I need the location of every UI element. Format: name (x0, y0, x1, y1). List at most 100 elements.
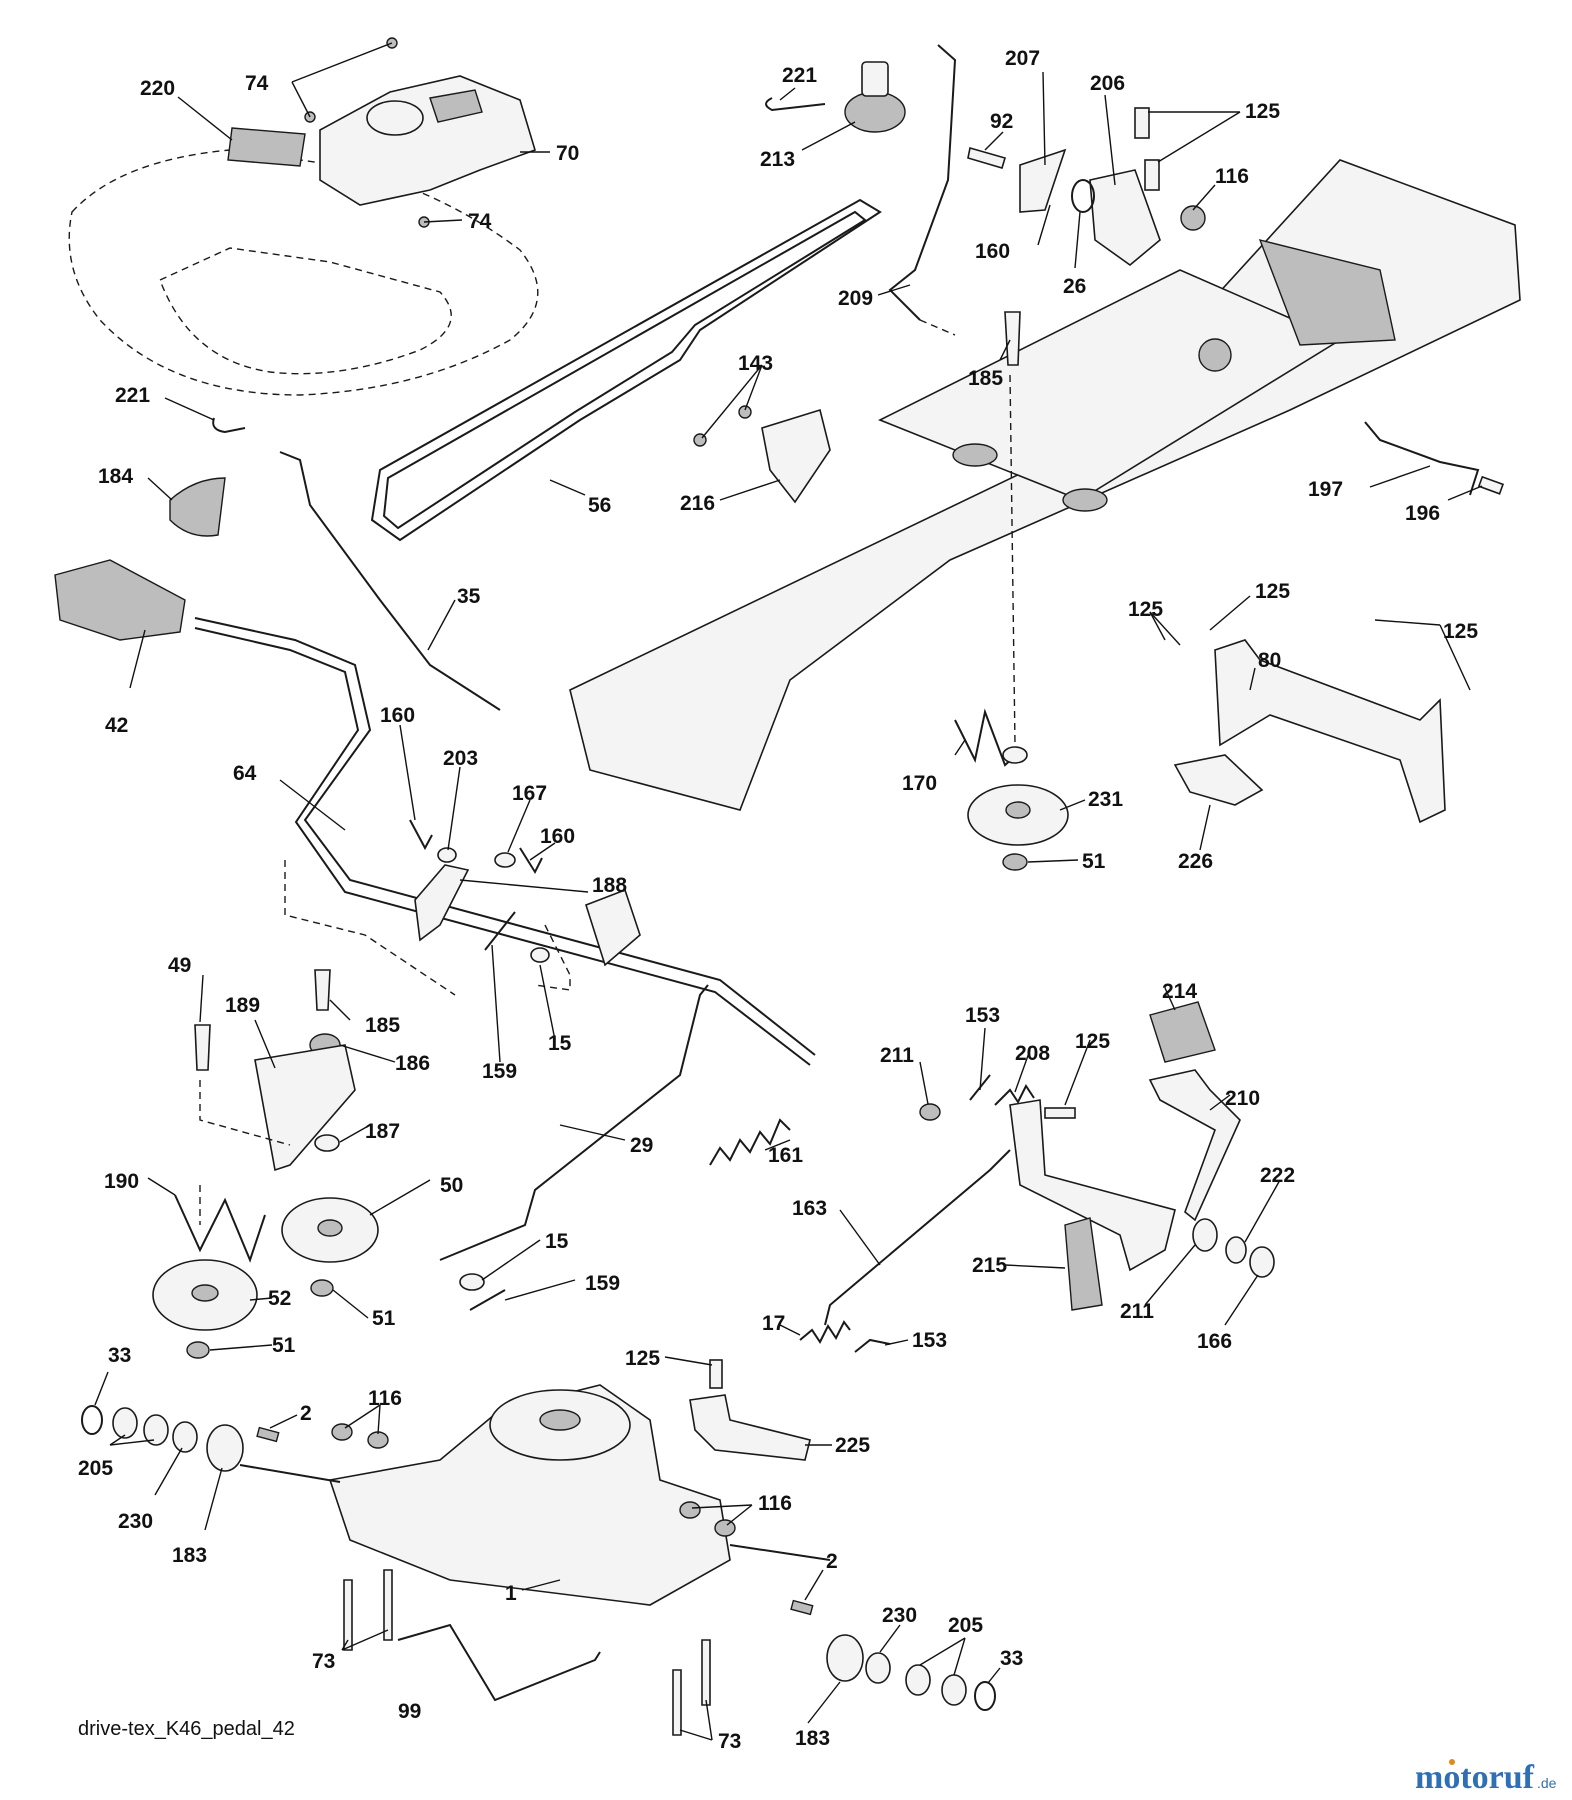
label-56: 56 (588, 494, 611, 517)
key-2-left (256, 1426, 280, 1443)
pedal-pad-214 (1149, 1001, 1216, 1063)
rod-29 (439, 984, 709, 1261)
label-159-mid: 159 (482, 1060, 517, 1083)
label-220: 220 (140, 77, 175, 100)
bolt-196 (1477, 475, 1505, 495)
label-230-right: 230 (882, 1604, 917, 1627)
label-160-top: 160 (975, 240, 1010, 263)
carriage-bolt-185-top (1004, 311, 1021, 366)
plate-226 (1173, 754, 1264, 806)
engine-mount (1258, 238, 1396, 346)
label-74-top: 74 (245, 72, 269, 95)
plate-206 (1089, 169, 1161, 267)
label-51-top: 51 (1082, 850, 1106, 873)
label-160-right: 160 (540, 825, 575, 848)
belt-56-inner (382, 210, 867, 530)
bolt-143-a (738, 405, 752, 419)
bolt-92 (967, 146, 1006, 169)
hairpin-clip-221-left (212, 417, 246, 434)
lift-rod-209 (888, 44, 957, 321)
washer-167 (494, 852, 516, 868)
pulley-50-hub (317, 1219, 343, 1237)
label-51-mid: 51 (372, 1307, 396, 1330)
label-205-left: 205 (78, 1457, 113, 1480)
spring-17 (799, 1320, 851, 1344)
label-125-low: 125 (625, 1347, 660, 1370)
bolt-73-right-a (672, 1669, 682, 1736)
label-225: 225 (835, 1434, 870, 1457)
label-125-top: 125 (1245, 100, 1280, 123)
label-216: 216 (680, 492, 715, 515)
label-189: 189 (225, 994, 260, 1017)
label-222: 222 (1260, 1164, 1295, 1187)
bolt-125-pedal (1044, 1107, 1076, 1119)
label-51-low: 51 (272, 1334, 296, 1357)
illustrations (54, 37, 1521, 1736)
label-167: 167 (512, 782, 547, 805)
washer-205-left-b (143, 1414, 169, 1446)
nut-51-mid (310, 1279, 334, 1297)
label-70: 70 (556, 142, 579, 165)
label-170: 170 (902, 772, 937, 795)
grip-42 (54, 559, 186, 641)
ring-33-right (974, 1681, 996, 1711)
bolt-125-top-b (1144, 159, 1160, 191)
label-125-mid-b: 125 (1255, 580, 1290, 603)
nut-116-b (367, 1431, 389, 1449)
nut-211-top (919, 1103, 941, 1121)
bolt-125-top-a (1134, 107, 1150, 139)
nut-116-c (679, 1501, 701, 1519)
axle-right (729, 1544, 831, 1561)
label-2-right: 2 (826, 1550, 838, 1573)
label-161: 161 (768, 1144, 803, 1167)
label-226: 226 (1178, 850, 1213, 873)
key-2-right (790, 1599, 814, 1616)
label-230-left: 230 (118, 1510, 153, 1533)
watermark-name: motoruf (1415, 1759, 1535, 1796)
dash-cover-slot (429, 89, 483, 123)
spring-161 (709, 1118, 791, 1166)
frame-hole-1 (952, 443, 998, 467)
label-197: 197 (1308, 478, 1343, 501)
dash-plate-189 (199, 1080, 291, 1225)
bolt-73-left-b (383, 1569, 393, 1641)
label-73-right: 73 (718, 1730, 741, 1753)
label-231: 231 (1088, 788, 1123, 811)
bushing-183-left (206, 1424, 244, 1472)
lift-rod-209-dash (919, 319, 956, 336)
label-213: 213 (760, 148, 795, 171)
nut-211-low (1192, 1218, 1218, 1252)
spring-190 (174, 1194, 266, 1263)
part-labels: 220 74 70 74 221 213 207 206 125 92 116 … (78, 47, 1478, 1753)
label-183-left: 183 (172, 1544, 207, 1567)
decal-220 (227, 127, 306, 167)
label-215: 215 (972, 1254, 1007, 1277)
label-26: 26 (1063, 275, 1086, 298)
washer-187 (314, 1134, 340, 1152)
rod-163 (824, 1149, 1011, 1326)
label-186: 186 (395, 1052, 430, 1075)
rod-197 (1364, 421, 1480, 496)
axis-dash-185 (1009, 374, 1016, 746)
label-52: 52 (268, 1287, 291, 1310)
label-187: 187 (365, 1120, 400, 1143)
label-116-right: 116 (758, 1492, 792, 1515)
lever-bracket-207 (1019, 148, 1067, 213)
washer-15-mid (530, 947, 550, 963)
bolt-125-lower (709, 1359, 723, 1389)
label-73-left: 73 (312, 1650, 335, 1673)
label-188: 188 (592, 874, 627, 897)
rod-99 (397, 1623, 601, 1702)
washer-205-right-b (941, 1674, 967, 1706)
label-125-mid-a: 125 (1128, 598, 1163, 621)
label-159-low: 159 (585, 1272, 620, 1295)
bracket-188-top (585, 888, 641, 967)
label-29: 29 (630, 1134, 653, 1157)
bolt-185-lower (314, 969, 331, 1011)
label-49: 49 (168, 954, 191, 977)
nut-51-top (1002, 853, 1028, 871)
clip-160-left (409, 819, 433, 851)
label-190: 190 (104, 1170, 139, 1193)
label-211-low: 211 (1120, 1300, 1154, 1323)
bolt-73-left-a (343, 1579, 353, 1651)
